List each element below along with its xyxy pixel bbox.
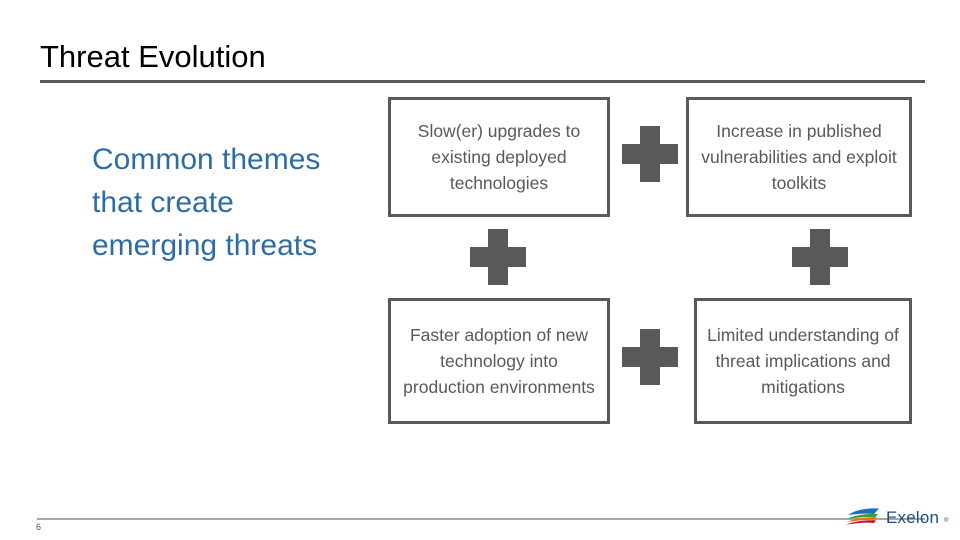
plus-icon-vertical-bar <box>487 229 509 285</box>
lead-statement: Common themes that create emerging threa… <box>92 143 321 262</box>
box-limited-understanding: Limited understanding of threat implicat… <box>694 298 912 424</box>
plus-icon-top-middle <box>622 126 678 182</box>
plus-icon-vertical-bar <box>809 229 831 285</box>
plus-icon-bottom-middle <box>622 329 678 385</box>
plus-icon-right-middle <box>792 229 848 285</box>
plus-icon-vertical-bar <box>639 329 661 385</box>
box-increase-published-vulnerabilities: Increase in published vulnerabilities an… <box>686 97 912 217</box>
box-limited-understanding-label: Limited understanding of threat implicat… <box>707 325 899 397</box>
title-divider <box>40 80 925 83</box>
box-slower-upgrades: Slow(er) upgrades to existing deployed t… <box>388 97 610 217</box>
footer-divider <box>37 518 925 520</box>
exelon-logo: Exelon ® <box>846 506 950 532</box>
page-number: 6 <box>36 522 42 532</box>
exelon-swoosh-icon <box>846 508 879 525</box>
page-title: Threat Evolution <box>40 39 266 74</box>
exelon-wordmark: Exelon <box>886 508 940 527</box>
box-slower-upgrades-label: Slow(er) upgrades to existing deployed t… <box>417 121 581 193</box>
plus-icon-left-middle <box>470 229 526 285</box>
plus-icon-vertical-bar <box>639 126 661 182</box>
box-faster-adoption: Faster adoption of new technology into p… <box>388 298 610 424</box>
box-increase-published-vulnerabilities-label: Increase in published vulnerabilities an… <box>701 121 897 193</box>
box-faster-adoption-label: Faster adoption of new technology into p… <box>403 325 595 397</box>
exelon-trademark-symbol: ® <box>944 518 949 524</box>
